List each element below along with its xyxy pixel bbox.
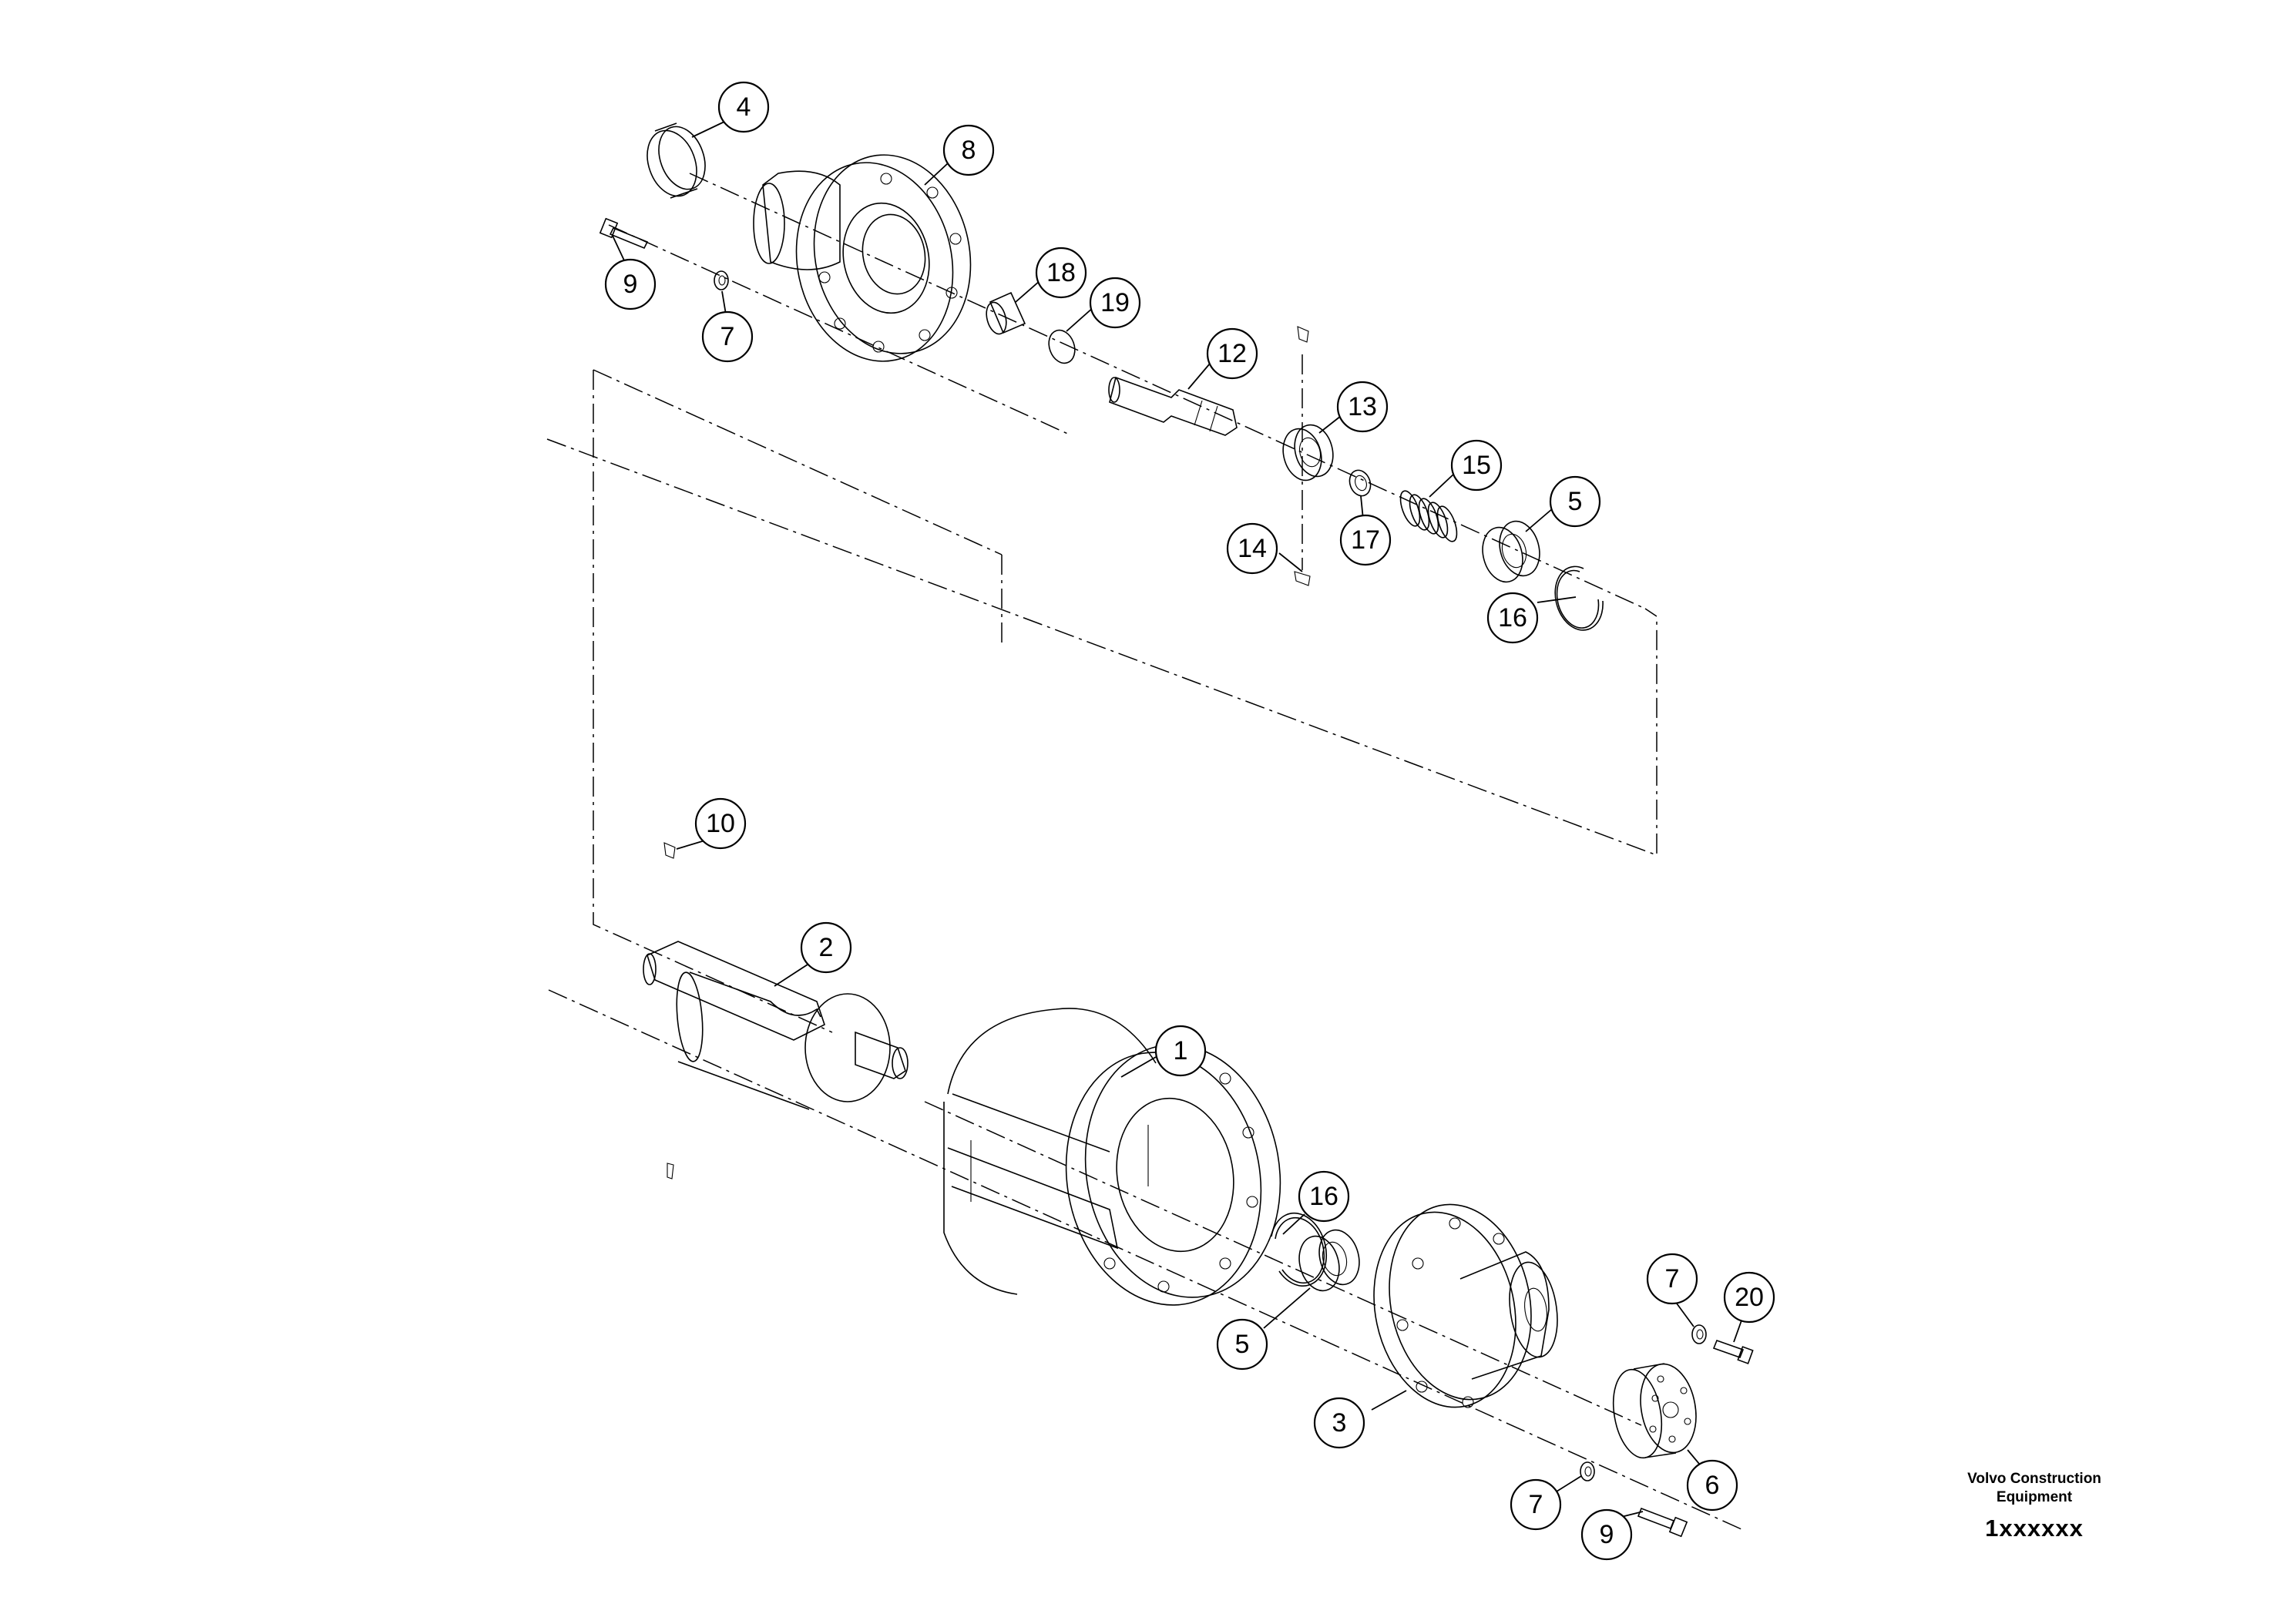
- callout-label: 19: [1100, 288, 1130, 317]
- part-8-flange-housing: [753, 154, 972, 362]
- callout: 9: [604, 258, 657, 310]
- callout: 5: [1216, 1318, 1268, 1371]
- part-12-shaft: [1108, 376, 1238, 436]
- leader-lines: [612, 121, 1742, 1518]
- callout-label: 15: [1462, 451, 1491, 480]
- callout: 7: [1510, 1478, 1562, 1531]
- part-18-bushing: [986, 291, 1026, 335]
- callout-label: 8: [962, 136, 976, 165]
- callout-label: 5: [1235, 1330, 1250, 1359]
- callout: 3: [1313, 1397, 1365, 1449]
- part-7-washer-top: [714, 270, 729, 290]
- brand-line-1: Volvo Construction: [1967, 1471, 2101, 1487]
- callout-label: 9: [1600, 1520, 1614, 1549]
- callout: 2: [800, 921, 852, 974]
- callout: 17: [1339, 514, 1392, 566]
- part-7-washer-right: [1691, 1324, 1707, 1344]
- callout: 15: [1450, 439, 1503, 492]
- callout: 18: [1035, 247, 1087, 299]
- callout-label: 2: [819, 933, 834, 962]
- part-5-bearing-lower: [1298, 1229, 1360, 1292]
- callout-label: 18: [1046, 258, 1076, 287]
- part-16-circlip-lower: [1271, 1212, 1328, 1287]
- callout-label: 16: [1498, 603, 1527, 632]
- callout: 12: [1206, 327, 1258, 380]
- callout-label: 17: [1351, 525, 1380, 555]
- callout: 7: [1646, 1253, 1698, 1305]
- brand-block: Volvo Construction Equipment 1xxxxxx: [1942, 1470, 2127, 1542]
- part-15-spring: [1399, 490, 1458, 542]
- callout: 16: [1486, 592, 1539, 644]
- callout-label: 3: [1332, 1408, 1347, 1438]
- part-2-eccentric-shaft: [643, 941, 909, 1110]
- part-19-snap-ring: [1048, 329, 1076, 364]
- callout-label: 7: [1529, 1490, 1543, 1519]
- part-4-seal-ring: [647, 122, 706, 199]
- part-10-pin: [663, 842, 676, 859]
- callout: 9: [1580, 1508, 1633, 1561]
- part-20-screw: [1712, 1339, 1754, 1364]
- diagram-code: 1xxxxxx: [1985, 1515, 2084, 1542]
- callout: 5: [1549, 475, 1601, 528]
- callout-label: 14: [1238, 534, 1267, 563]
- part-pin-top: [1297, 326, 1309, 343]
- callout-label: 10: [706, 809, 735, 838]
- callout-bubbles: 4 8 9 7 18 19 12 13 15 5 14 17 16 10 2 1…: [604, 81, 1775, 1561]
- part-13-bearing: [1282, 424, 1334, 481]
- callout: 16: [1298, 1170, 1350, 1223]
- callout-label: 12: [1218, 339, 1247, 368]
- part-16-circlip-top: [1554, 565, 1604, 631]
- part-17-washer: [1349, 469, 1372, 497]
- callout: 10: [694, 797, 747, 850]
- callout-label: 16: [1309, 1182, 1338, 1211]
- callout-label: 1: [1174, 1036, 1188, 1065]
- callout: 7: [701, 310, 754, 363]
- callout: 4: [717, 81, 770, 133]
- brand-line-2: Equipment: [1996, 1489, 2073, 1505]
- part-7-washer-bottom: [1580, 1461, 1595, 1481]
- callout: 8: [942, 124, 995, 176]
- part-9-bolt-top: [599, 217, 649, 250]
- callout: 6: [1686, 1459, 1738, 1512]
- callout: 1: [1154, 1025, 1207, 1077]
- part-1-drum-housing: [943, 1008, 1281, 1306]
- callout-label: 4: [737, 92, 751, 122]
- part-pin-small-left: [667, 1163, 674, 1179]
- callout: 19: [1089, 277, 1141, 329]
- callout-label: 13: [1348, 392, 1377, 421]
- part-5-bearing-top: [1482, 520, 1540, 583]
- assembly-centerlines: [546, 173, 1742, 1530]
- callout: 20: [1723, 1271, 1775, 1324]
- callout: 14: [1226, 522, 1278, 575]
- part-6-hub: [1612, 1363, 1697, 1459]
- part-9-bolt-bottom: [1637, 1507, 1688, 1538]
- callout-label: 20: [1735, 1283, 1764, 1312]
- callout-label: 6: [1705, 1471, 1720, 1500]
- part-14-pin: [1294, 571, 1311, 586]
- callout-label: 7: [1665, 1264, 1680, 1293]
- callout-label: 9: [623, 270, 638, 299]
- callout: 13: [1336, 381, 1389, 433]
- callout-label: 5: [1568, 487, 1583, 516]
- callout-label: 7: [720, 322, 735, 351]
- part-3-flange: [1373, 1203, 1558, 1408]
